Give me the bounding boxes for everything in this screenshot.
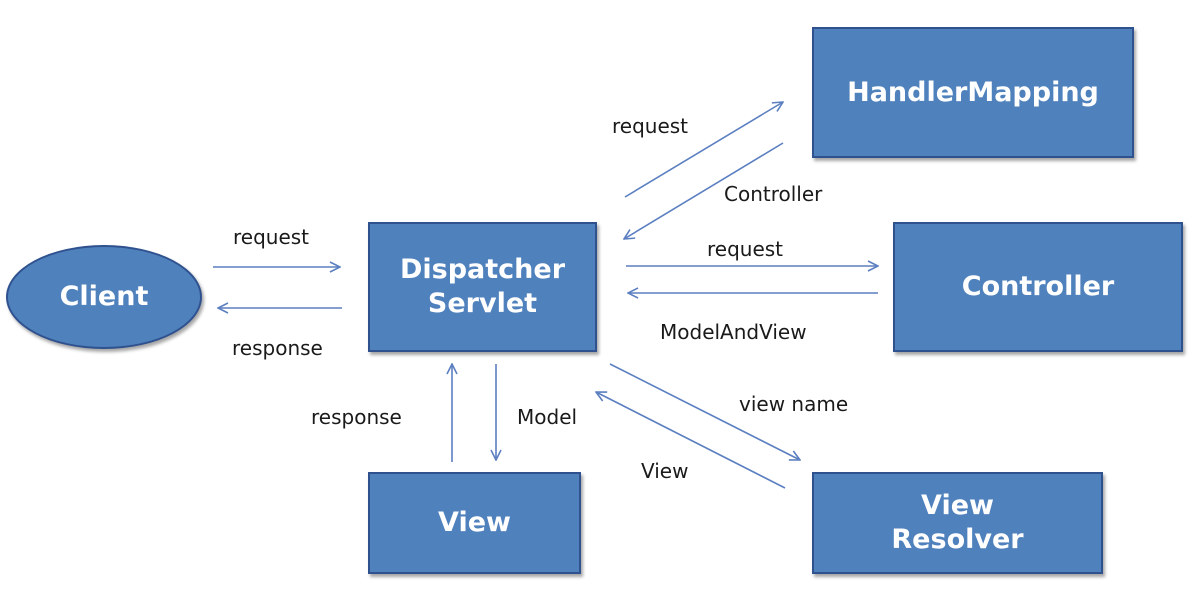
label-dispatcher-to-view-resolver: view name	[739, 392, 849, 416]
label-dispatcher-to-controller: request	[707, 237, 784, 261]
arrow-dispatcher-to-handler-mapping	[624, 102, 783, 198]
controller-node: Controller	[893, 222, 1183, 352]
view-resolver-node: View Resolver	[812, 472, 1103, 574]
dispatcher-servlet-node: Dispatcher Servlet	[368, 222, 597, 352]
arrow-dispatcher-to-view-resolver	[609, 363, 800, 460]
label-controller-to-dispatcher: ModelAndView	[660, 320, 807, 344]
label-dispatcher-to-view: Model	[517, 405, 578, 429]
label-dispatcher-to-handler-mapping: request	[612, 114, 689, 138]
label-client-to-dispatcher: request	[233, 225, 310, 249]
label-handler-mapping-to-dispatcher: Controller	[724, 182, 823, 206]
label-dispatcher-to-client: response	[232, 336, 323, 360]
client-node: Client	[6, 245, 202, 349]
label-view-to-dispatcher: response	[311, 405, 402, 429]
arrow-handler-mapping-to-dispatcher	[624, 142, 784, 239]
label-view-resolver-to-dispatcher: View	[641, 459, 689, 483]
view-node: View	[368, 472, 581, 574]
handler-mapping-node: HandlerMapping	[812, 27, 1134, 158]
arrow-view-resolver-to-dispatcher	[596, 392, 786, 489]
